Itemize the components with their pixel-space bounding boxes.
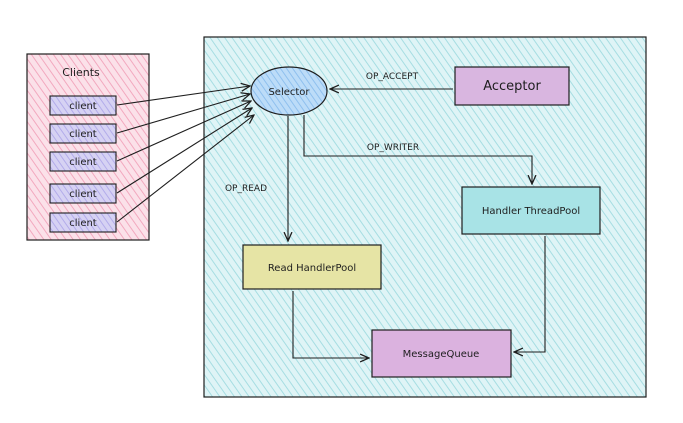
acceptor-label: Acceptor xyxy=(483,79,541,94)
op-writer-label: OP_WRITER xyxy=(367,143,419,153)
client-box: client xyxy=(49,151,117,172)
client-label: client xyxy=(69,218,97,229)
handler-threadpool-node: Handler ThreadPool xyxy=(461,186,601,235)
read-handlerpool-node: Read HandlerPool xyxy=(242,244,382,290)
acceptor-node: Acceptor xyxy=(454,66,570,106)
client-arrow xyxy=(116,108,252,194)
clients-panel: Clients client client client client clie… xyxy=(26,53,150,241)
selector-label: Selector xyxy=(268,87,310,98)
client-label: client xyxy=(69,189,97,200)
handler-to-queue-arrow xyxy=(514,236,546,352)
read-handlerpool-label: Read HandlerPool xyxy=(268,263,356,274)
client-label: client xyxy=(69,129,97,140)
client-box: client xyxy=(49,95,117,116)
message-queue-node: MessageQueue xyxy=(371,329,512,378)
client-arrow xyxy=(116,115,254,223)
clients-title: Clients xyxy=(62,66,100,79)
selector-node: Selector xyxy=(250,66,328,116)
handler-threadpool-label: Handler ThreadPool xyxy=(482,206,580,217)
read-to-queue-arrow xyxy=(292,291,369,358)
message-queue-label: MessageQueue xyxy=(403,349,480,360)
writer-arrow xyxy=(303,115,532,184)
client-label: client xyxy=(69,101,97,112)
client-arrow xyxy=(116,101,251,162)
client-arrow xyxy=(116,86,250,106)
client-box: client xyxy=(49,123,117,144)
client-box: client xyxy=(49,183,117,204)
client-label: client xyxy=(69,157,97,168)
op-read-label: OP_READ xyxy=(225,184,267,194)
client-arrow xyxy=(116,94,250,134)
op-accept-label: OP_ACCEPT xyxy=(366,72,419,82)
client-arrows xyxy=(116,86,254,223)
client-box: client xyxy=(49,212,117,233)
